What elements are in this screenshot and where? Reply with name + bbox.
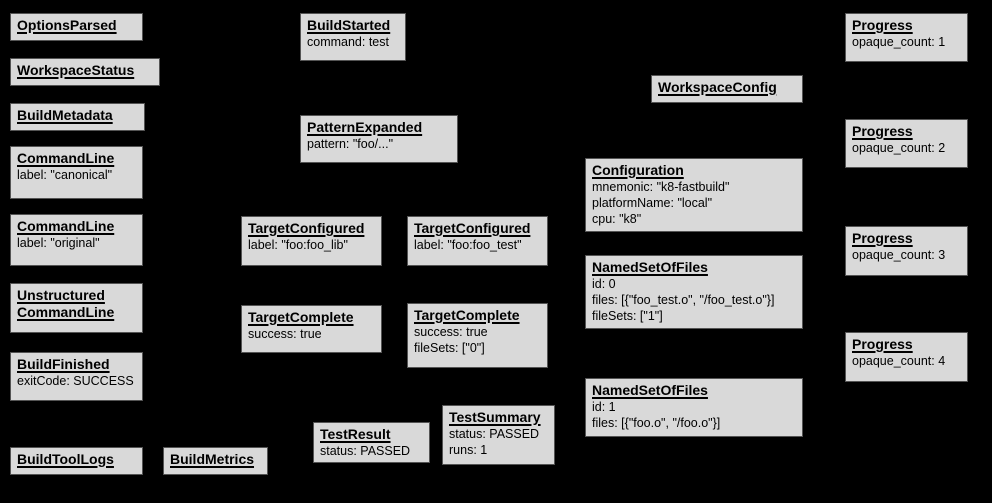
event-title: NamedSetOfFiles: [592, 259, 708, 275]
event-field: fileSets: ["1"]: [592, 309, 663, 323]
event-node-progress-2: Progress opaque_count: 2: [845, 119, 968, 168]
event-node-build-metadata: BuildMetadata: [10, 103, 145, 131]
event-node-progress-3: Progress opaque_count: 3: [845, 226, 968, 276]
event-title: TargetComplete: [248, 309, 354, 325]
event-node-options-parsed: OptionsParsed: [10, 13, 143, 41]
event-field: files: [{"foo.o", "/foo.o"}]: [592, 416, 721, 430]
event-title: OptionsParsed: [17, 17, 117, 33]
event-title: CommandLine: [17, 304, 115, 320]
event-node-build-started: BuildStarted command: test: [300, 13, 406, 61]
event-field: cpu: "k8": [592, 212, 642, 226]
event-field: label: "foo:foo_test": [414, 238, 522, 252]
event-node-progress-1: Progress opaque_count: 1: [845, 13, 968, 62]
event-title: NamedSetOfFiles: [592, 382, 708, 398]
event-title: BuildFinished: [17, 356, 110, 372]
event-field: fileSets: ["0"]: [414, 341, 485, 355]
event-title: Progress: [852, 123, 913, 139]
event-field: id: 0: [592, 277, 616, 291]
event-field: opaque_count: 4: [852, 354, 946, 368]
event-title: TargetConfigured: [248, 220, 365, 236]
event-title: WorkspaceStatus: [17, 62, 135, 78]
event-field: files: [{"foo_test.o", "/foo_test.o"}]: [592, 293, 775, 307]
event-field: success: true: [414, 325, 488, 339]
event-node-build-tool-logs: BuildToolLogs: [10, 447, 143, 475]
event-node-build-metrics: BuildMetrics: [163, 447, 268, 475]
event-title: CommandLine: [17, 218, 115, 234]
event-field: id: 1: [592, 400, 616, 414]
event-field: mnemonic: "k8-fastbuild": [592, 180, 730, 194]
event-node-target-configured-lib: TargetConfigured label: "foo:foo_lib": [241, 216, 382, 266]
event-node-command-line-original: CommandLine label: "original": [10, 214, 143, 266]
event-field: pattern: "foo/...": [307, 137, 394, 151]
event-title: TargetComplete: [414, 307, 520, 323]
event-title: TestSummary: [449, 409, 541, 425]
event-field: opaque_count: 1: [852, 35, 946, 49]
event-title: BuildMetrics: [170, 451, 255, 467]
event-title: Progress: [852, 17, 913, 33]
event-title: WorkspaceConfig: [658, 79, 777, 95]
event-title: BuildToolLogs: [17, 451, 114, 467]
event-field: command: test: [307, 35, 389, 49]
event-field: label: "original": [17, 236, 100, 250]
event-node-configuration: Configuration mnemonic: "k8-fastbuild" pla…: [585, 158, 803, 232]
event-field: success: true: [248, 327, 322, 341]
event-node-workspace-config: WorkspaceConfig: [651, 75, 803, 103]
event-title: CommandLine: [17, 150, 115, 166]
event-node-test-result: TestResult status: PASSED: [313, 422, 430, 463]
event-title: Progress: [852, 230, 913, 246]
event-title: PatternExpanded: [307, 119, 423, 135]
event-field: status: PASSED: [320, 444, 411, 458]
event-node-test-summary: TestSummary status: PASSED runs: 1: [442, 405, 555, 465]
event-title: Progress: [852, 336, 913, 352]
event-title: Configuration: [592, 162, 684, 178]
event-title: TargetConfigured: [414, 220, 531, 236]
event-node-build-finished: BuildFinished exitCode: SUCCESS: [10, 352, 143, 401]
event-node-target-complete-test: TargetComplete success: true fileSets: ["0…: [407, 303, 548, 368]
event-node-target-configured-test: TargetConfigured label: "foo:foo_test": [407, 216, 548, 266]
event-title: BuildStarted: [307, 17, 391, 33]
event-title: BuildMetadata: [17, 107, 113, 123]
event-field: label: "canonical": [17, 168, 113, 182]
event-field: platformName: "local": [592, 196, 713, 210]
event-node-command-line-canonical: CommandLine label: "canonical": [10, 146, 143, 199]
event-title: Unstructured: [17, 287, 105, 303]
event-field: opaque_count: 2: [852, 141, 946, 155]
event-title: TestResult: [320, 426, 391, 442]
event-field: label: "foo:foo_lib": [248, 238, 348, 252]
event-node-named-set-of-files-1: NamedSetOfFiles id: 1 files: [{"foo.o", "/…: [585, 378, 803, 437]
event-node-named-set-of-files-0: NamedSetOfFiles id: 0 files: [{"foo_test.o…: [585, 255, 803, 329]
event-node-target-complete-lib: TargetComplete success: true: [241, 305, 382, 353]
event-field: runs: 1: [449, 443, 488, 457]
event-field: exitCode: SUCCESS: [17, 374, 134, 388]
event-node-workspace-status: WorkspaceStatus: [10, 58, 160, 86]
event-field: status: PASSED: [449, 427, 540, 441]
event-node-pattern-expanded: PatternExpanded pattern: "foo/...": [300, 115, 458, 163]
event-field: opaque_count: 3: [852, 248, 946, 262]
event-node-progress-4: Progress opaque_count: 4: [845, 332, 968, 382]
